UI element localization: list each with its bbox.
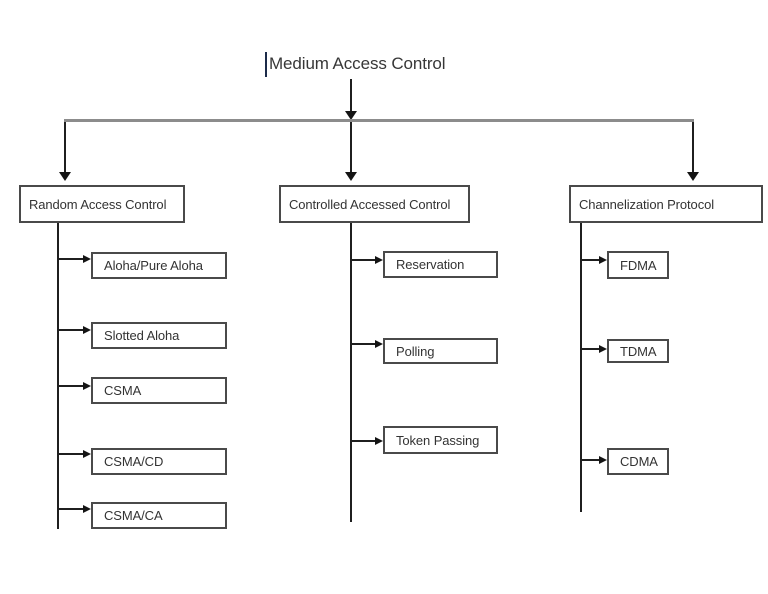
- diagram-title[interactable]: Medium Access Control: [269, 54, 446, 73]
- arrowhead-right-icon: [375, 437, 383, 445]
- connector-stem-left-column: [57, 223, 59, 529]
- connector-arm: [58, 385, 84, 387]
- arrowhead-right-icon: [83, 450, 91, 458]
- arrowhead-right-icon: [599, 456, 607, 464]
- connector-arm: [58, 329, 84, 331]
- node-tdma[interactable]: TDMA: [607, 339, 669, 363]
- node-fdma[interactable]: FDMA: [607, 251, 669, 279]
- node-polling[interactable]: Polling: [383, 338, 498, 364]
- connector-arm: [581, 348, 600, 350]
- connector-horizontal-bar: [64, 119, 694, 122]
- node-slotted-aloha[interactable]: Slotted Aloha: [91, 322, 227, 349]
- arrowhead-right-icon: [83, 326, 91, 334]
- connector-arm: [581, 259, 600, 261]
- arrowhead-right-icon: [599, 345, 607, 353]
- connector-arm: [351, 259, 376, 261]
- arrowhead-down-icon: [345, 172, 357, 181]
- connector-branch-right: [692, 122, 694, 172]
- arrowhead-down-icon: [687, 172, 699, 181]
- connector-title-stem: [350, 79, 352, 112]
- arrowhead-right-icon: [375, 256, 383, 264]
- node-csma-ca[interactable]: CSMA/CA: [91, 502, 227, 529]
- arrowhead-right-icon: [83, 382, 91, 390]
- connector-stem-center-column: [350, 223, 352, 522]
- arrowhead-right-icon: [375, 340, 383, 348]
- node-token-passing[interactable]: Token Passing: [383, 426, 498, 454]
- node-cdma[interactable]: CDMA: [607, 448, 669, 475]
- connector-arm: [58, 258, 84, 260]
- node-csma[interactable]: CSMA: [91, 377, 227, 404]
- connector-arm: [581, 459, 600, 461]
- arrowhead-down-icon: [59, 172, 71, 181]
- node-reservation[interactable]: Reservation: [383, 251, 498, 278]
- text-cursor-icon: [265, 52, 267, 77]
- connector-stem-right-column: [580, 223, 582, 512]
- node-aloha-pure-aloha[interactable]: Aloha/Pure Aloha: [91, 252, 227, 279]
- connector-branch-left: [64, 122, 66, 172]
- arrowhead-right-icon: [83, 505, 91, 513]
- node-channelization-protocol[interactable]: Channelization Protocol: [569, 185, 763, 223]
- connector-arm: [58, 508, 84, 510]
- connector-arm: [351, 440, 376, 442]
- connector-branch-center: [350, 122, 352, 172]
- arrowhead-down-icon: [345, 111, 357, 120]
- node-random-access-control[interactable]: Random Access Control: [19, 185, 185, 223]
- arrowhead-right-icon: [599, 256, 607, 264]
- arrowhead-right-icon: [83, 255, 91, 263]
- node-csma-cd[interactable]: CSMA/CD: [91, 448, 227, 475]
- connector-arm: [351, 343, 376, 345]
- node-controlled-accessed-control[interactable]: Controlled Accessed Control: [279, 185, 470, 223]
- connector-arm: [58, 453, 84, 455]
